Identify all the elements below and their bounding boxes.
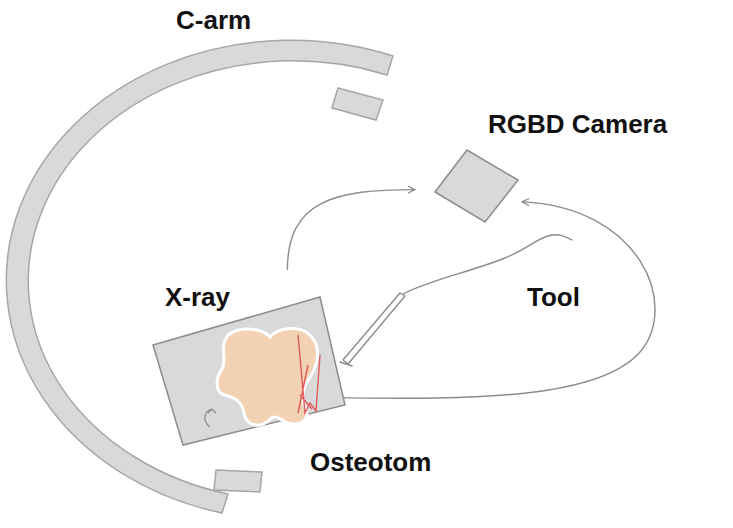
xray-plate [153, 297, 345, 445]
connector-arrow [287, 190, 415, 270]
c-arm [6, 40, 393, 513]
tool-label: Tool [527, 283, 580, 313]
source-box [214, 470, 262, 492]
node-heading: RGBD Camera [488, 110, 667, 140]
osteotome-label: Osteotom [310, 448, 431, 478]
c-arm-label: C-arm [176, 6, 251, 36]
camera-node: RGBD Camera [430, 108, 715, 228]
osteotomy-cut [298, 335, 320, 413]
camera-body [435, 150, 518, 222]
bone [217, 328, 318, 425]
connector-arrow [330, 202, 655, 398]
detector-box [332, 88, 383, 120]
xray-node: X-ray [150, 285, 350, 450]
rotation-mark [205, 409, 216, 427]
node-heading: X-ray [165, 283, 230, 313]
